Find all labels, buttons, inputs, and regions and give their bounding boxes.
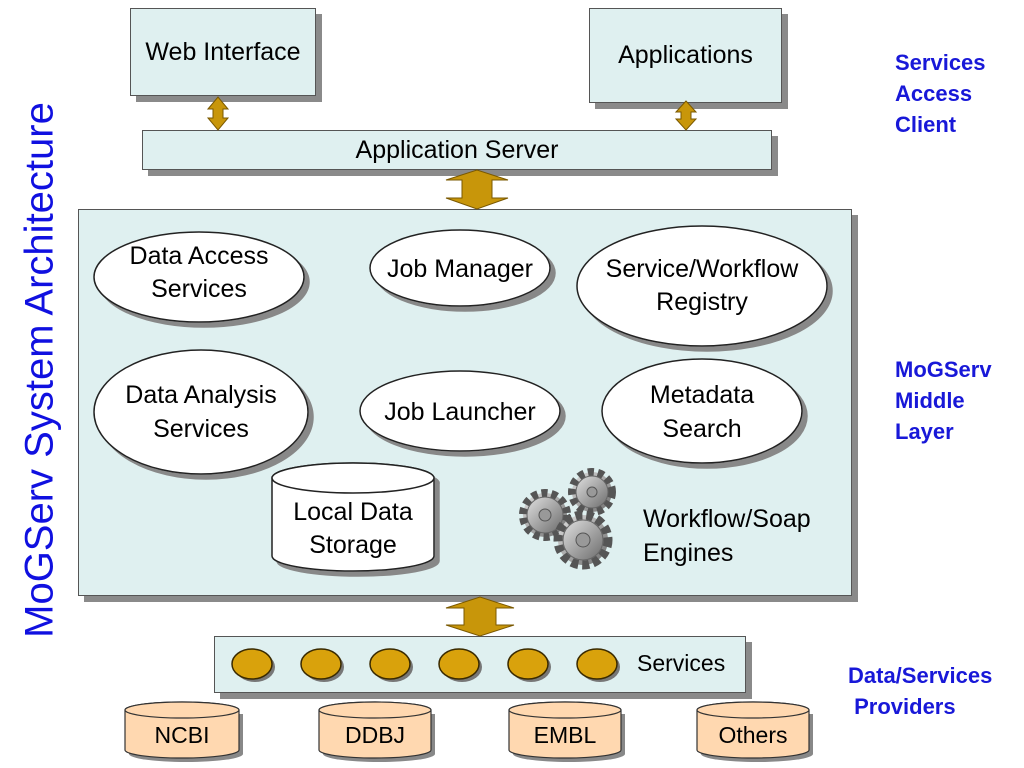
metadata-line1: Metadata	[650, 381, 754, 409]
arrow-server-to-middle	[445, 169, 509, 210]
metadata-line2: Search	[662, 415, 741, 443]
provider-label: DDBJ	[345, 722, 405, 748]
arrow-web-to-server	[206, 96, 230, 131]
data-access-line1: Data Access	[130, 242, 269, 270]
arrow-apps-to-server	[674, 100, 698, 131]
provider-databases: NCBI DDBJ EMBL Others	[124, 701, 813, 762]
provider-ncbi-db: NCBI	[124, 701, 243, 762]
provider-others-db: Others	[696, 701, 813, 762]
node-metadata-search: Metadata Search	[601, 358, 803, 464]
data-access-line2: Services	[151, 275, 247, 303]
provider-ddbj-db: DDBJ	[318, 701, 435, 762]
local-storage-line1: Local Data	[293, 498, 413, 526]
services-access-client-label: Services Access Client	[895, 50, 986, 137]
node-job-manager: Job Manager	[369, 229, 551, 307]
service-dot	[438, 648, 480, 680]
service-dot	[231, 648, 273, 680]
job-manager-label: Job Manager	[387, 255, 533, 283]
node-data-analysis-services: Data Analysis Services	[93, 349, 309, 475]
application-server-label: Application Server	[355, 135, 559, 164]
middle-layer-label: MoGServ Middle Layer	[895, 357, 992, 444]
arrow-middle-to-services	[445, 596, 515, 637]
web-interface-box: Web Interface	[130, 8, 316, 96]
provider-embl-db: EMBL	[508, 701, 625, 762]
provider-label: EMBL	[534, 722, 597, 748]
data-analysis-line2: Services	[153, 415, 249, 443]
provider-label: NCBI	[155, 722, 210, 748]
engines-line2: Engines	[643, 539, 733, 567]
local-data-storage-cylinder	[271, 462, 435, 572]
node-job-launcher: Job Launcher	[359, 370, 561, 452]
service-dot	[369, 648, 411, 680]
application-server-box: Application Server	[142, 130, 772, 170]
service-dot	[576, 648, 618, 680]
registry-line1: Service/Workflow	[606, 255, 800, 283]
service-dot	[507, 648, 549, 680]
job-launcher-label: Job Launcher	[384, 398, 536, 426]
gears-icon	[519, 468, 616, 570]
applications-box: Applications	[589, 8, 782, 103]
local-storage-line2: Storage	[309, 531, 397, 559]
services-bar-label: Services	[637, 650, 725, 676]
node-data-access-services: Data Access Services	[93, 231, 305, 323]
service-dot	[300, 648, 342, 680]
node-service-workflow-registry: Service/Workflow Registry	[576, 225, 828, 347]
applications-label: Applications	[618, 41, 753, 69]
registry-line2: Registry	[656, 288, 748, 316]
engines-line1: Workflow/Soap	[643, 505, 811, 533]
data-analysis-line1: Data Analysis	[125, 381, 276, 409]
web-interface-label: Web Interface	[145, 37, 301, 66]
provider-label: Others	[718, 722, 787, 748]
service-dots	[231, 648, 620, 682]
data-providers-label: Data/Services Providers	[848, 663, 993, 719]
